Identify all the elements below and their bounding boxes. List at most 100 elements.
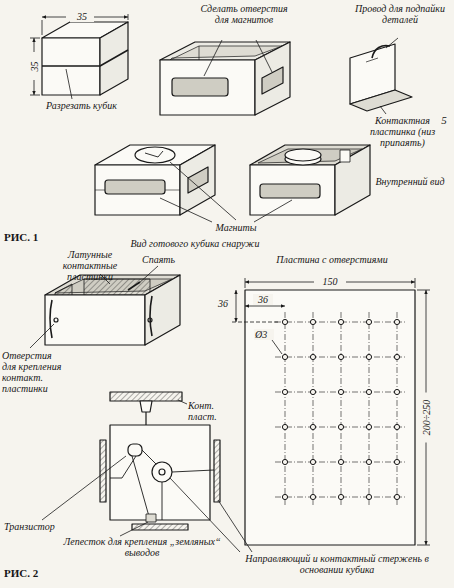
part-label: Транзистор: [4, 521, 74, 532]
dimension-lines: [245, 306, 285, 307]
box-with-contact-plates: [45, 295, 145, 345]
leader-lines: [178, 400, 187, 404]
hole: [282, 389, 287, 394]
hole: [366, 354, 371, 359]
dimension-lines: [42, 20, 43, 35]
hole: [394, 494, 399, 499]
part-label: Разрезать кубик: [46, 100, 136, 111]
hole: [338, 459, 343, 464]
leader-lines: [30, 324, 54, 348]
hole: [366, 424, 371, 429]
cube-inner-view: [335, 145, 370, 215]
dimension-lines: [245, 278, 246, 288]
dimension-label: 35: [70, 11, 94, 22]
hole: [282, 424, 287, 429]
cube-inner-view: [260, 184, 320, 198]
cube-inner-view: [250, 165, 335, 215]
part-label: Магниты: [206, 222, 266, 233]
part-label: Латунные контактные пластинки: [46, 249, 134, 282]
leader-lines: [204, 40, 222, 76]
part-label: Отверстия для крепления контакт. пластин…: [2, 350, 68, 394]
cube-base-view: [110, 392, 182, 401]
center-line: [369, 312, 370, 507]
half-cube-with-holes: [255, 42, 290, 115]
hole: [394, 459, 399, 464]
box-with-contact-plates: [54, 318, 58, 322]
part-label: Провод для подпайки деталей: [350, 3, 450, 25]
leader-lines: [256, 40, 272, 72]
cube-to-cut: [42, 50, 128, 66]
leader-lines: [66, 69, 72, 99]
cube-base-view: [159, 469, 165, 475]
dimension-lines: [232, 278, 430, 545]
part-label: Пластина с отверстиями: [252, 254, 412, 265]
view-caption: Вид готового кубика снаружи: [100, 238, 290, 249]
cube-inner-view: [250, 145, 370, 215]
box-with-contact-plates: [50, 300, 52, 338]
hole: [310, 424, 315, 429]
hole: [310, 354, 315, 359]
leader-lines: [42, 456, 126, 520]
cube-inner-view: [340, 150, 350, 162]
hole: [338, 319, 343, 324]
page-number: 5: [438, 115, 450, 126]
finished-cube: [180, 145, 215, 215]
box-with-contact-plates: [145, 275, 180, 345]
figure-number: РИС. 1: [4, 232, 60, 243]
leader-lines: [254, 200, 292, 222]
half-cube-with-holes: [172, 78, 228, 96]
hole: [366, 319, 371, 324]
finished-cube: [135, 147, 175, 163]
hole: [310, 459, 315, 464]
cube-base-view: [214, 440, 220, 502]
leader-lines: [380, 38, 398, 114]
hole: [282, 319, 287, 324]
dimension-lines: [415, 278, 416, 288]
part-label: Лепесток для крепления „земляных“ выводо…: [62, 536, 222, 558]
cube-base-view: [140, 401, 152, 412]
dimension-label: 200÷250: [421, 393, 432, 443]
plate-with-holes: [275, 312, 407, 507]
leader-lines: [386, 38, 398, 48]
hole: [338, 494, 343, 499]
box-with-contact-plates: [45, 275, 180, 345]
hole: [394, 424, 399, 429]
dimension-label: 36: [253, 294, 273, 305]
hole: [282, 459, 287, 464]
hole: [366, 494, 371, 499]
dimension-lines: [94, 17, 128, 18]
finished-cube: [95, 145, 215, 215]
leader-lines: [160, 162, 292, 222]
center-line: [341, 312, 342, 507]
hole: [394, 354, 399, 359]
leader-lines: [160, 198, 212, 222]
cube-base-view: [162, 470, 214, 520]
dimension-lines: [34, 80, 35, 95]
cube-to-cut: [42, 22, 128, 95]
dimension-lines: [30, 14, 128, 95]
dimension-lines: [30, 38, 40, 39]
half-cube-with-holes: [262, 67, 283, 94]
cube-base-view: [132, 524, 188, 530]
finished-cube: [95, 165, 180, 215]
dimension-lines: [236, 290, 237, 322]
hole: [282, 354, 287, 359]
hole: [338, 424, 343, 429]
view-caption: Внутренний вид: [374, 176, 446, 187]
part-label: Сделать отверстия для магнитов: [196, 3, 292, 25]
hole: [310, 494, 315, 499]
leader-lines: [218, 500, 252, 552]
center-line: [285, 312, 286, 507]
cube-base-view: [128, 444, 142, 456]
hole: [310, 389, 315, 394]
dimension-lines: [272, 340, 282, 354]
dimension-lines: [30, 95, 40, 96]
dimension-label: Ø3: [254, 329, 274, 340]
leader-lines: [120, 522, 148, 536]
dimension-label: 35: [29, 55, 40, 79]
hole: [394, 319, 399, 324]
hole: [366, 459, 371, 464]
part-label: Направляющий и контактный стержень в осн…: [226, 553, 448, 575]
